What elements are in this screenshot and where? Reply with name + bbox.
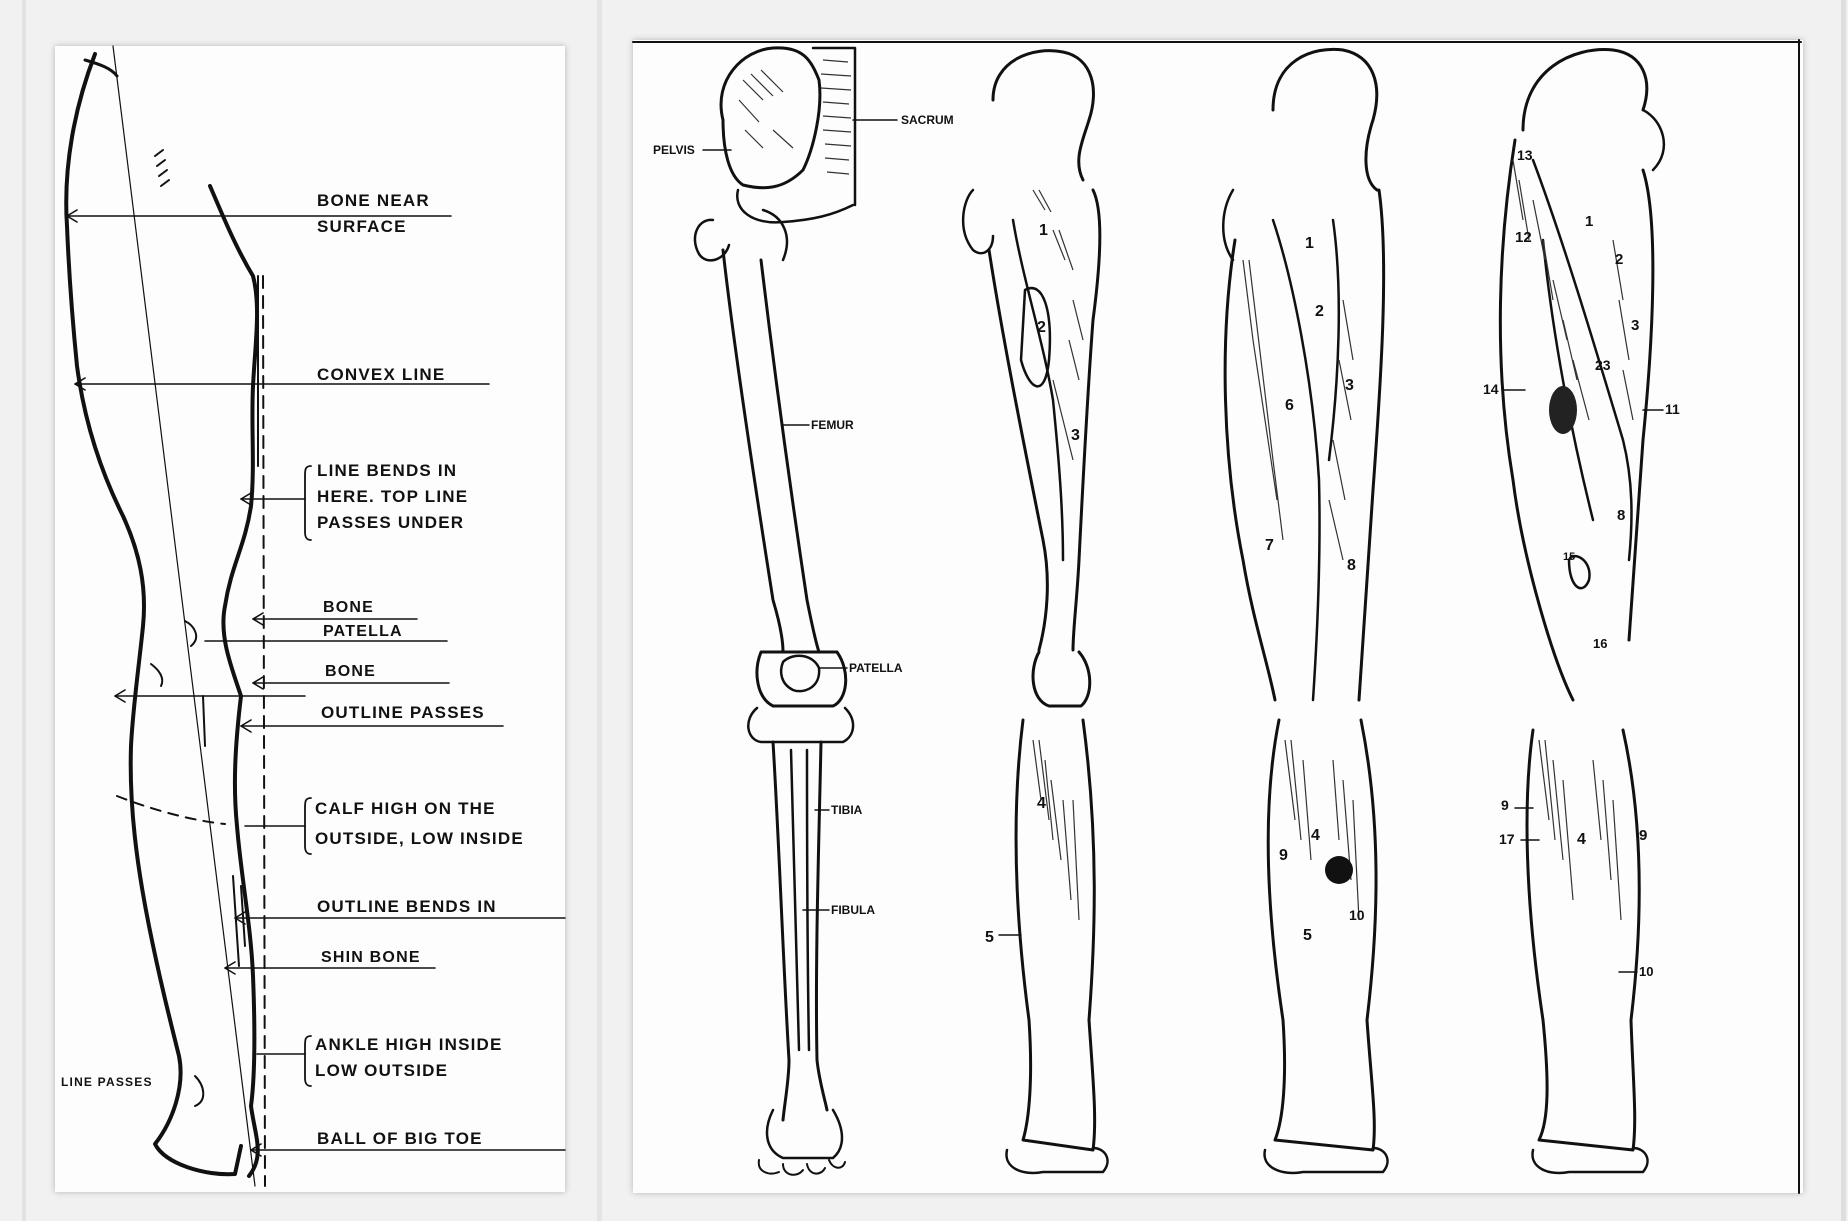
muscle-number: 9	[1279, 847, 1288, 864]
label-tibia: TIBIA	[831, 803, 863, 817]
muscle-number: 3	[1345, 377, 1354, 394]
muscle-number: 5	[985, 929, 994, 946]
muscle-number: 10	[1639, 964, 1653, 979]
muscle-leg-back: 13 1 12 2 3 23 14 11 8 15 16 9 17 4 9 10	[1483, 50, 1680, 1173]
muscle-number: 12	[1515, 229, 1532, 246]
leg-outline-drawing-panel: BONE NEAR SURFACE CONVEX LINE LINE BENDS…	[55, 46, 565, 1192]
muscle-number: 10	[1349, 907, 1365, 923]
muscle-number: 7	[1265, 537, 1274, 554]
muscle-number: 1	[1039, 222, 1048, 239]
label-calf-high-1: CALF HIGH ON THE	[315, 799, 496, 818]
label-line-passes: LINE PASSES	[61, 1075, 153, 1089]
muscle-number: 15	[1563, 551, 1575, 563]
label-fibula: FIBULA	[831, 903, 875, 917]
label-patella-skeleton: PATELLA	[849, 661, 903, 675]
label-calf-high-2: OUTSIDE, LOW INSIDE	[315, 829, 524, 848]
label-bone-near-surface-2: SURFACE	[317, 217, 407, 236]
page-divider	[597, 0, 602, 1221]
leg-anatomy-drawing-panel: PELVIS SACRUM FEMUR PATELLA TIBIA FIBULA…	[633, 40, 1803, 1193]
leg-outline-drawing: BONE NEAR SURFACE CONVEX LINE LINE BENDS…	[55, 46, 565, 1192]
label-line-bends-in-1: LINE BENDS IN	[317, 461, 457, 480]
muscle-number: 2	[1615, 251, 1623, 268]
muscle-number: 9	[1639, 827, 1647, 844]
muscle-number: 4	[1311, 827, 1320, 844]
label-bone-2: BONE	[325, 663, 376, 680]
label-line-bends-in-3: PASSES UNDER	[317, 513, 464, 532]
label-bone-1: BONE	[323, 599, 374, 616]
muscle-number: 1	[1305, 235, 1314, 252]
label-ball-of-big-toe: BALL OF BIG TOE	[317, 1129, 483, 1148]
muscle-number: 4	[1577, 831, 1586, 848]
label-outline-bends-in: OUTLINE BENDS IN	[317, 897, 497, 916]
muscle-number: 23	[1595, 357, 1611, 373]
muscle-number: 2	[1315, 303, 1324, 320]
page-edge	[1841, 0, 1846, 1221]
muscle-leg-front-deep: 1 2 3 6 7 8 4 9 5 10	[1223, 49, 1387, 1173]
muscle-number: 16	[1593, 636, 1607, 651]
label-femur: FEMUR	[811, 418, 854, 432]
muscle-number: 3	[1631, 317, 1639, 334]
muscle-number: 14	[1483, 381, 1499, 397]
label-sacrum: SACRUM	[901, 113, 954, 127]
muscle-number: 4	[1037, 795, 1046, 812]
skeleton-leg: PELVIS SACRUM FEMUR PATELLA TIBIA FIBULA	[653, 48, 954, 1175]
label-shin-bone: SHIN BONE	[321, 949, 421, 966]
label-ankle-high-1: ANKLE HIGH INSIDE	[315, 1035, 503, 1054]
label-pelvis: PELVIS	[653, 143, 695, 157]
label-patella: PATELLA	[323, 623, 403, 640]
label-line-bends-in-2: HERE. TOP LINE	[317, 487, 468, 506]
muscle-number: 3	[1071, 427, 1080, 444]
muscle-number: 5	[1303, 927, 1312, 944]
muscle-number: 6	[1285, 397, 1294, 414]
label-bone-near-surface-1: BONE NEAR	[317, 191, 430, 210]
muscle-number: 2	[1037, 319, 1046, 336]
label-ankle-high-2: LOW OUTSIDE	[315, 1061, 448, 1080]
muscle-number: 11	[1665, 401, 1680, 417]
muscle-number: 17	[1499, 831, 1515, 847]
label-outline-passes: OUTLINE PASSES	[321, 703, 485, 722]
muscle-number: 1	[1585, 213, 1593, 230]
page-edge	[22, 0, 26, 1221]
muscle-number: 13	[1517, 147, 1533, 163]
muscle-number: 8	[1347, 557, 1356, 574]
label-convex-line: CONVEX LINE	[317, 365, 445, 384]
muscle-leg-front: 1 2 3 4 5	[963, 51, 1107, 1173]
leg-anatomy-drawing: PELVIS SACRUM FEMUR PATELLA TIBIA FIBULA…	[633, 40, 1803, 1193]
muscle-number: 8	[1617, 507, 1625, 524]
muscle-number: 9	[1501, 797, 1509, 813]
